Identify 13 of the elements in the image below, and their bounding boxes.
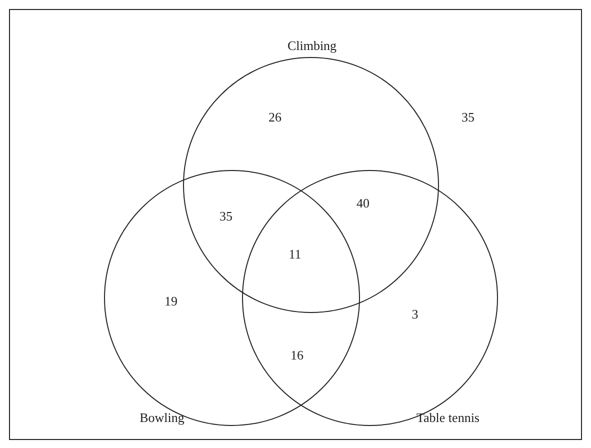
set-label: Climbing: [287, 38, 337, 53]
universal-set-rectangle: [9, 9, 582, 440]
region-count: 35: [220, 208, 232, 224]
region-count: 40: [356, 196, 370, 210]
set-circle: [242, 170, 498, 426]
region-count: 26: [268, 110, 282, 124]
set-label: Bowling: [140, 410, 184, 425]
region-count: 11: [288, 246, 302, 262]
region-count: 16: [290, 348, 304, 362]
region-count: 3: [412, 306, 418, 322]
region-count: 35: [462, 110, 474, 124]
region-count: 19: [164, 294, 178, 308]
set-label: Table tennis: [416, 410, 480, 425]
